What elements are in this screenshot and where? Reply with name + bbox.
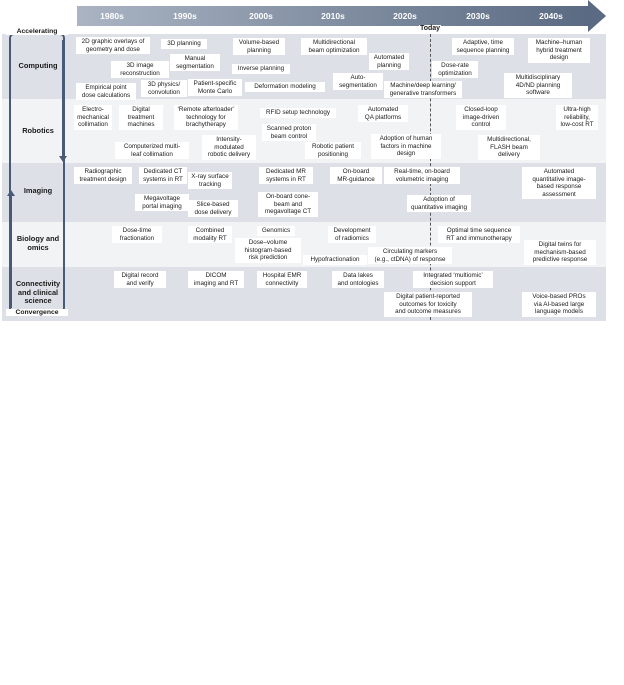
decade-label: 2020s (393, 11, 417, 21)
milestone-box: Adoption of human factors in machine des… (371, 134, 441, 159)
milestone-box: On-board cone- beam and megavoltage CT (258, 192, 318, 217)
milestone-box: Combined modality RT (188, 226, 232, 244)
milestone-box: Computerized multi- leaf collimation (115, 142, 189, 160)
milestone-box: Digital patient-reported outcomes for to… (384, 292, 472, 317)
milestone-box: Robotic patient positioning (305, 142, 361, 160)
milestone-box: Dose-rate optimization (432, 61, 478, 79)
milestone-box: Dedicated CT systems in RT (139, 167, 187, 185)
milestone-box: Adoption of quantitative imaging (407, 195, 471, 213)
milestone-box: Hypofractionation (303, 255, 367, 265)
milestone-box: Multidisciplinary 4D/ND planning softwar… (504, 73, 572, 98)
milestone-box: Data lakes and ontologies (332, 271, 384, 289)
milestone-box: Megavoltage portal imaging (135, 194, 189, 212)
milestone-box: Real-time, on-board volumetric imaging (384, 167, 460, 185)
decade-label: 2030s (466, 11, 490, 21)
milestone-box: Empirical point dose calculations (76, 83, 136, 101)
accelerating-arrow-line (62, 40, 64, 158)
milestone-box: Radiographic treatment design (74, 167, 132, 185)
milestone-box: DICOM imaging and RT (188, 271, 244, 289)
milestone-box: Deformation modeling (245, 82, 325, 92)
milestone-box: On-board MR-guidance (330, 167, 382, 185)
milestone-box: 3D image reconstruction (111, 61, 169, 79)
milestone-box: Ultra-high reliability, low-cost RT (556, 105, 598, 130)
milestone-box: RFID setup technology (260, 108, 336, 118)
decade-label: 2040s (539, 11, 563, 21)
milestone-box: Digital record and verify (114, 271, 166, 289)
milestone-box: Automated planning (369, 53, 409, 71)
timeline-bar (77, 6, 589, 26)
today-label: Today (418, 25, 442, 32)
milestone-box: Dose–volume histogram-based risk predict… (235, 238, 301, 263)
milestone-box: Digital treatment machines (119, 105, 163, 130)
row-label-imaging: Imaging (23, 186, 53, 195)
milestone-box: Dedicated MR systems in RT (259, 167, 313, 185)
milestone-box: Auto- segmentation (333, 73, 383, 91)
milestone-box: Digital twins for mechanism-based predic… (524, 240, 596, 265)
milestone-box: Hospital EMR connectivity (257, 271, 307, 289)
milestone-box: Machine–human hybrid treatment design (528, 38, 590, 63)
decade-label: 2010s (321, 11, 345, 21)
milestone-box: Circulating markers (e.g., ctDNA) of res… (368, 247, 452, 265)
milestone-box: X-ray surface tracking (188, 172, 232, 190)
milestone-box: Voice-based PROs via AI-based large lang… (522, 292, 596, 317)
milestone-box: ‘Remote afterloader’ technology for brac… (174, 105, 238, 130)
milestone-box: 3D physics/ convolution (141, 80, 187, 98)
milestone-box: Automated QA platforms (358, 105, 408, 123)
milestone-box: Slice-based dose delivery (188, 200, 238, 218)
convergence-arrow-line (10, 196, 12, 308)
milestone-box: 2D graphic overlays of geometry and dose (76, 37, 150, 55)
milestone-box: Multidirectional, FLASH beam delivery (478, 135, 540, 160)
milestone-box: Multidirectional beam optimization (301, 38, 367, 56)
accelerating-arrow-head (59, 156, 67, 162)
row-label-biology: Biology and omics (16, 234, 60, 252)
milestone-box: Development of radiomics (328, 226, 376, 244)
row-label-connectivity: Connectivity and clinical science (15, 279, 61, 306)
milestone-box: Closed-loop image-driven control (456, 105, 506, 130)
milestone-box: Machine/deep learning/ generative transf… (384, 81, 462, 99)
row-label-robotics: Robotics (22, 126, 54, 135)
milestone-box: Integrated ‘multiomic’ decision support (413, 271, 493, 289)
milestone-box: 3D planning (161, 39, 207, 49)
milestone-box: Adaptive, time sequence planning (452, 38, 514, 56)
decade-label: 2000s (249, 11, 273, 21)
milestone-box: Inverse planning (232, 64, 290, 74)
milestone-box: Manual segmentation (170, 54, 220, 72)
milestone-box: Patient-specific Monte Carlo (188, 79, 242, 97)
milestone-box: Scanned proton beam control (262, 124, 316, 142)
milestone-box: Dose-time fractionation (112, 226, 162, 244)
milestone-box: Optimal time sequence RT and immunothera… (438, 226, 520, 244)
convergence-label: Convergence (6, 309, 68, 316)
accelerating-label: Accelerating (6, 28, 68, 35)
convergence-arrow-head (7, 190, 15, 196)
left-bracket-frame (9, 33, 65, 313)
decade-label: 1990s (173, 11, 197, 21)
milestone-box: Electro- mechanical collimation (74, 105, 112, 130)
decade-label: 1980s (100, 11, 124, 21)
milestone-box: Volume-based planning (233, 38, 285, 56)
milestone-box: Genomics (257, 226, 295, 236)
timeline-arrow-head (588, 0, 606, 32)
row-label-computing: Computing (18, 61, 58, 70)
milestone-box: Automated quantitative image- based resp… (522, 167, 596, 200)
milestone-box: Intensity- modulated robotic delivery (202, 135, 256, 160)
